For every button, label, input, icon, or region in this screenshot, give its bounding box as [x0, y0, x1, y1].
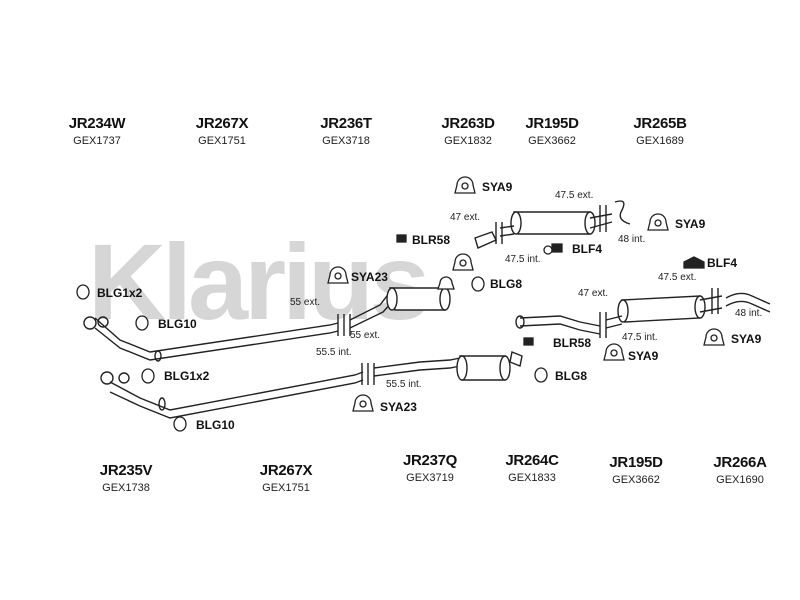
dimension-label: 48 int. [735, 308, 763, 319]
fitting-label-blg1x2: BLG1x2 [164, 369, 210, 383]
bracket-icon [543, 243, 563, 255]
fitting-label-blg8: BLG8 [490, 277, 523, 291]
hanger-icon [327, 266, 349, 284]
dimension-label: 55.5 int. [386, 379, 422, 390]
part-code-bottom-6: JR266A [713, 454, 767, 471]
gex-code-bottom-5: GEX3662 [612, 474, 660, 486]
gex-code-bottom-4: GEX1833 [508, 472, 556, 484]
dimension-label: 55 ext. [290, 297, 321, 308]
fitting-label-blg10: BLG10 [158, 317, 197, 331]
gex-code-top-5: GEX3662 [528, 135, 576, 147]
part-code-bottom-4: JR264C [505, 452, 559, 469]
upper-front-pipe [83, 316, 339, 362]
gasket-ring-icon [173, 416, 187, 432]
fitting-label-sya9: SYA9 [628, 349, 659, 363]
fitting-label-blf4: BLF4 [707, 256, 737, 270]
fitting-label-sya23: SYA23 [380, 400, 417, 414]
mid-rear-silencer [515, 288, 771, 338]
dimension-label: 55 ext. [350, 330, 381, 341]
upper-mid-silencer [349, 287, 451, 329]
gex-code-bottom-2: GEX1751 [262, 482, 310, 494]
part-code-top-2: JR267X [195, 115, 249, 132]
dimension-label: 47.5 ext. [555, 190, 594, 201]
part-code-bottom-5: JR195D [609, 454, 663, 471]
lower-front-pipe [100, 371, 364, 419]
part-code-top-6: JR265B [633, 115, 687, 132]
gex-code-top-2: GEX1751 [198, 135, 246, 147]
dimension-label: 47 ext. [578, 288, 609, 299]
bracket-icon [396, 234, 407, 243]
part-code-top-3: JR236T [320, 115, 372, 132]
fitting-label-sya9: SYA9 [675, 217, 706, 231]
gex-code-top-4: GEX1832 [444, 135, 492, 147]
fitting-label-blg10: BLG10 [196, 418, 235, 432]
part-code-top-5: JR195D [525, 115, 579, 132]
gex-code-bottom-6: GEX1690 [716, 474, 764, 486]
fitting-label-blg8: BLG8 [555, 369, 588, 383]
part-code-top-4: JR263D [441, 115, 495, 132]
dimension-label: 47.5 int. [505, 254, 541, 265]
part-code-top-1: JR234W [68, 115, 126, 132]
hanger-icon [452, 253, 474, 271]
dimension-label: 47.5 int. [622, 332, 658, 343]
fitting-label-blr58: BLR58 [553, 336, 592, 350]
part-code-bottom-1: JR235V [99, 462, 153, 479]
gasket-ring-icon [135, 315, 149, 331]
dimension-label: 55.5 int. [316, 347, 352, 358]
dimension-label: 47 ext. [450, 212, 481, 223]
hanger-icon [352, 394, 374, 412]
fitting-label-blf4: BLF4 [572, 242, 602, 256]
part-code-bottom-3: JR237Q [402, 452, 458, 469]
lower-mid-silencer [373, 351, 523, 381]
gasket-ring-icon [534, 367, 548, 383]
bracket-icon [683, 256, 705, 269]
fitting-label-sya9: SYA9 [731, 332, 762, 346]
gasket-ring-icon [76, 284, 90, 300]
bracket-icon [523, 337, 534, 346]
fitting-label-blg1x2: BLG1x2 [97, 286, 143, 300]
hanger-icon [703, 328, 725, 346]
hanger-icon [454, 176, 476, 194]
part-code-bottom-2: JR267X [259, 462, 313, 479]
hanger-icon [603, 343, 625, 361]
dimension-label: 48 int. [618, 234, 646, 245]
gex-code-top-1: GEX1737 [73, 135, 121, 147]
gex-code-top-3: GEX3718 [322, 135, 370, 147]
top-rear-silencer [474, 200, 631, 249]
hanger-icon [437, 276, 455, 290]
gasket-ring-icon [141, 368, 155, 384]
fitting-label-blr58: BLR58 [412, 233, 451, 247]
fitting-label-sya9: SYA9 [482, 180, 513, 194]
gasket-ring-icon [471, 276, 485, 292]
gex-code-bottom-3: GEX3719 [406, 472, 454, 484]
upper-clamp-joint [337, 314, 351, 336]
lower-clamp-joint [361, 363, 375, 385]
fitting-label-sya23: SYA23 [351, 270, 388, 284]
gex-code-top-6: GEX1689 [636, 135, 684, 147]
hanger-icon [647, 213, 669, 231]
gex-code-bottom-1: GEX1738 [102, 482, 150, 494]
dimension-label: 47.5 ext. [658, 272, 697, 283]
